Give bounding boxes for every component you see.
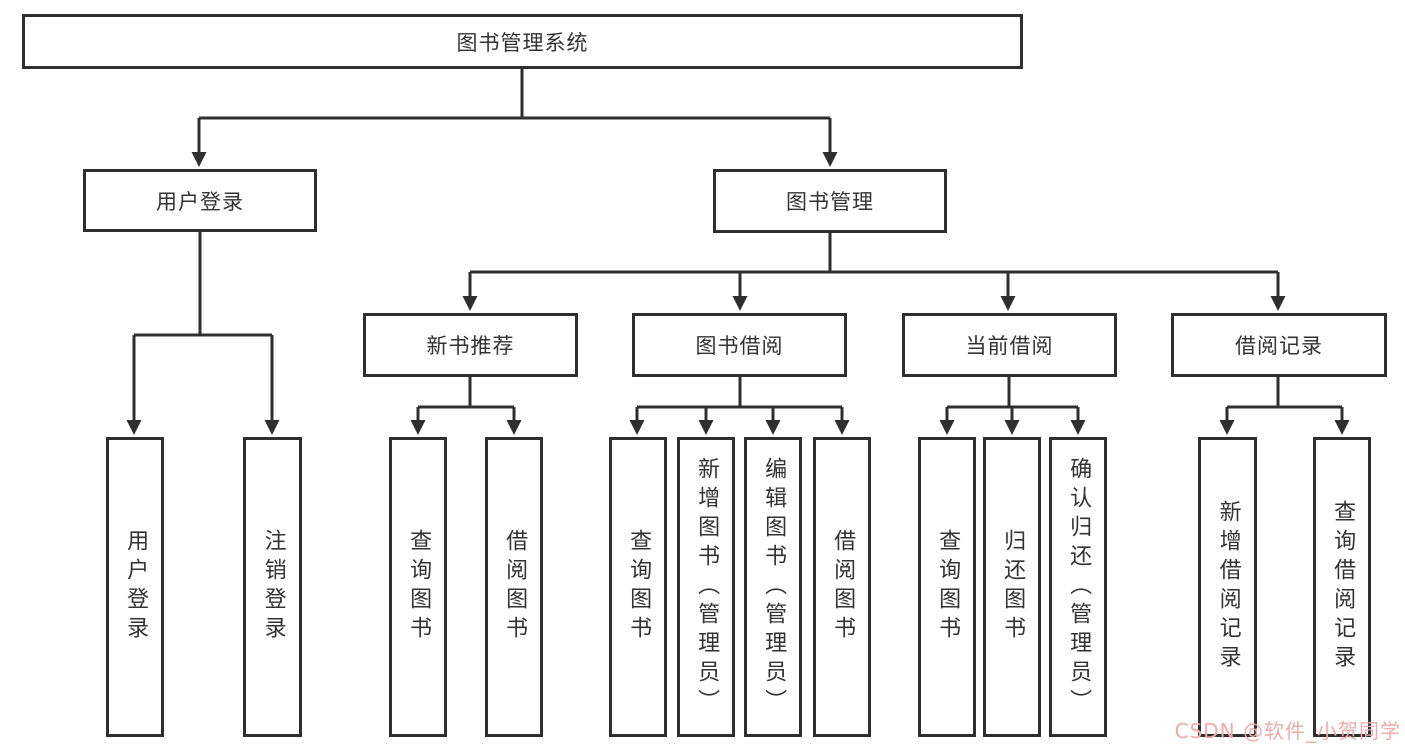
node-leaf-query-book-1: 查询图书 [389,437,447,737]
node-leaf-confirm-return-admin: 确认归还（管理员） [1049,437,1107,737]
node-book-borrow: 图书借阅 [632,313,847,377]
node-leaf-logout: 注销登录 [243,437,302,737]
node-leaf-query-book-3: 查询图书 [918,437,976,737]
node-leaf-edit-book-admin: 编辑图书（管理员） [744,437,802,737]
node-user-login: 用户登录 [83,169,317,232]
node-leaf-user-login: 用户登录 [106,437,164,737]
node-new-book-recommend: 新书推荐 [363,313,578,377]
node-leaf-add-borrow-record: 新增借阅记录 [1198,437,1257,737]
node-leaf-borrow-book-1: 借阅图书 [485,437,543,737]
node-leaf-borrow-book-2: 借阅图书 [813,437,871,737]
node-leaf-add-book-admin: 新增图书（管理员） [677,437,735,737]
node-library-system: 图书管理系统 [22,14,1023,69]
node-book-management: 图书管理 [713,169,947,233]
node-leaf-query-book-2: 查询图书 [609,437,667,737]
node-leaf-return-book: 归还图书 [983,437,1041,737]
node-current-borrow: 当前借阅 [902,313,1117,377]
csdn-watermark: CSDN @软件_小贺同学 [1174,719,1401,743]
node-borrow-record: 借阅记录 [1171,313,1387,377]
node-leaf-query-borrow-record: 查询借阅记录 [1313,437,1371,737]
